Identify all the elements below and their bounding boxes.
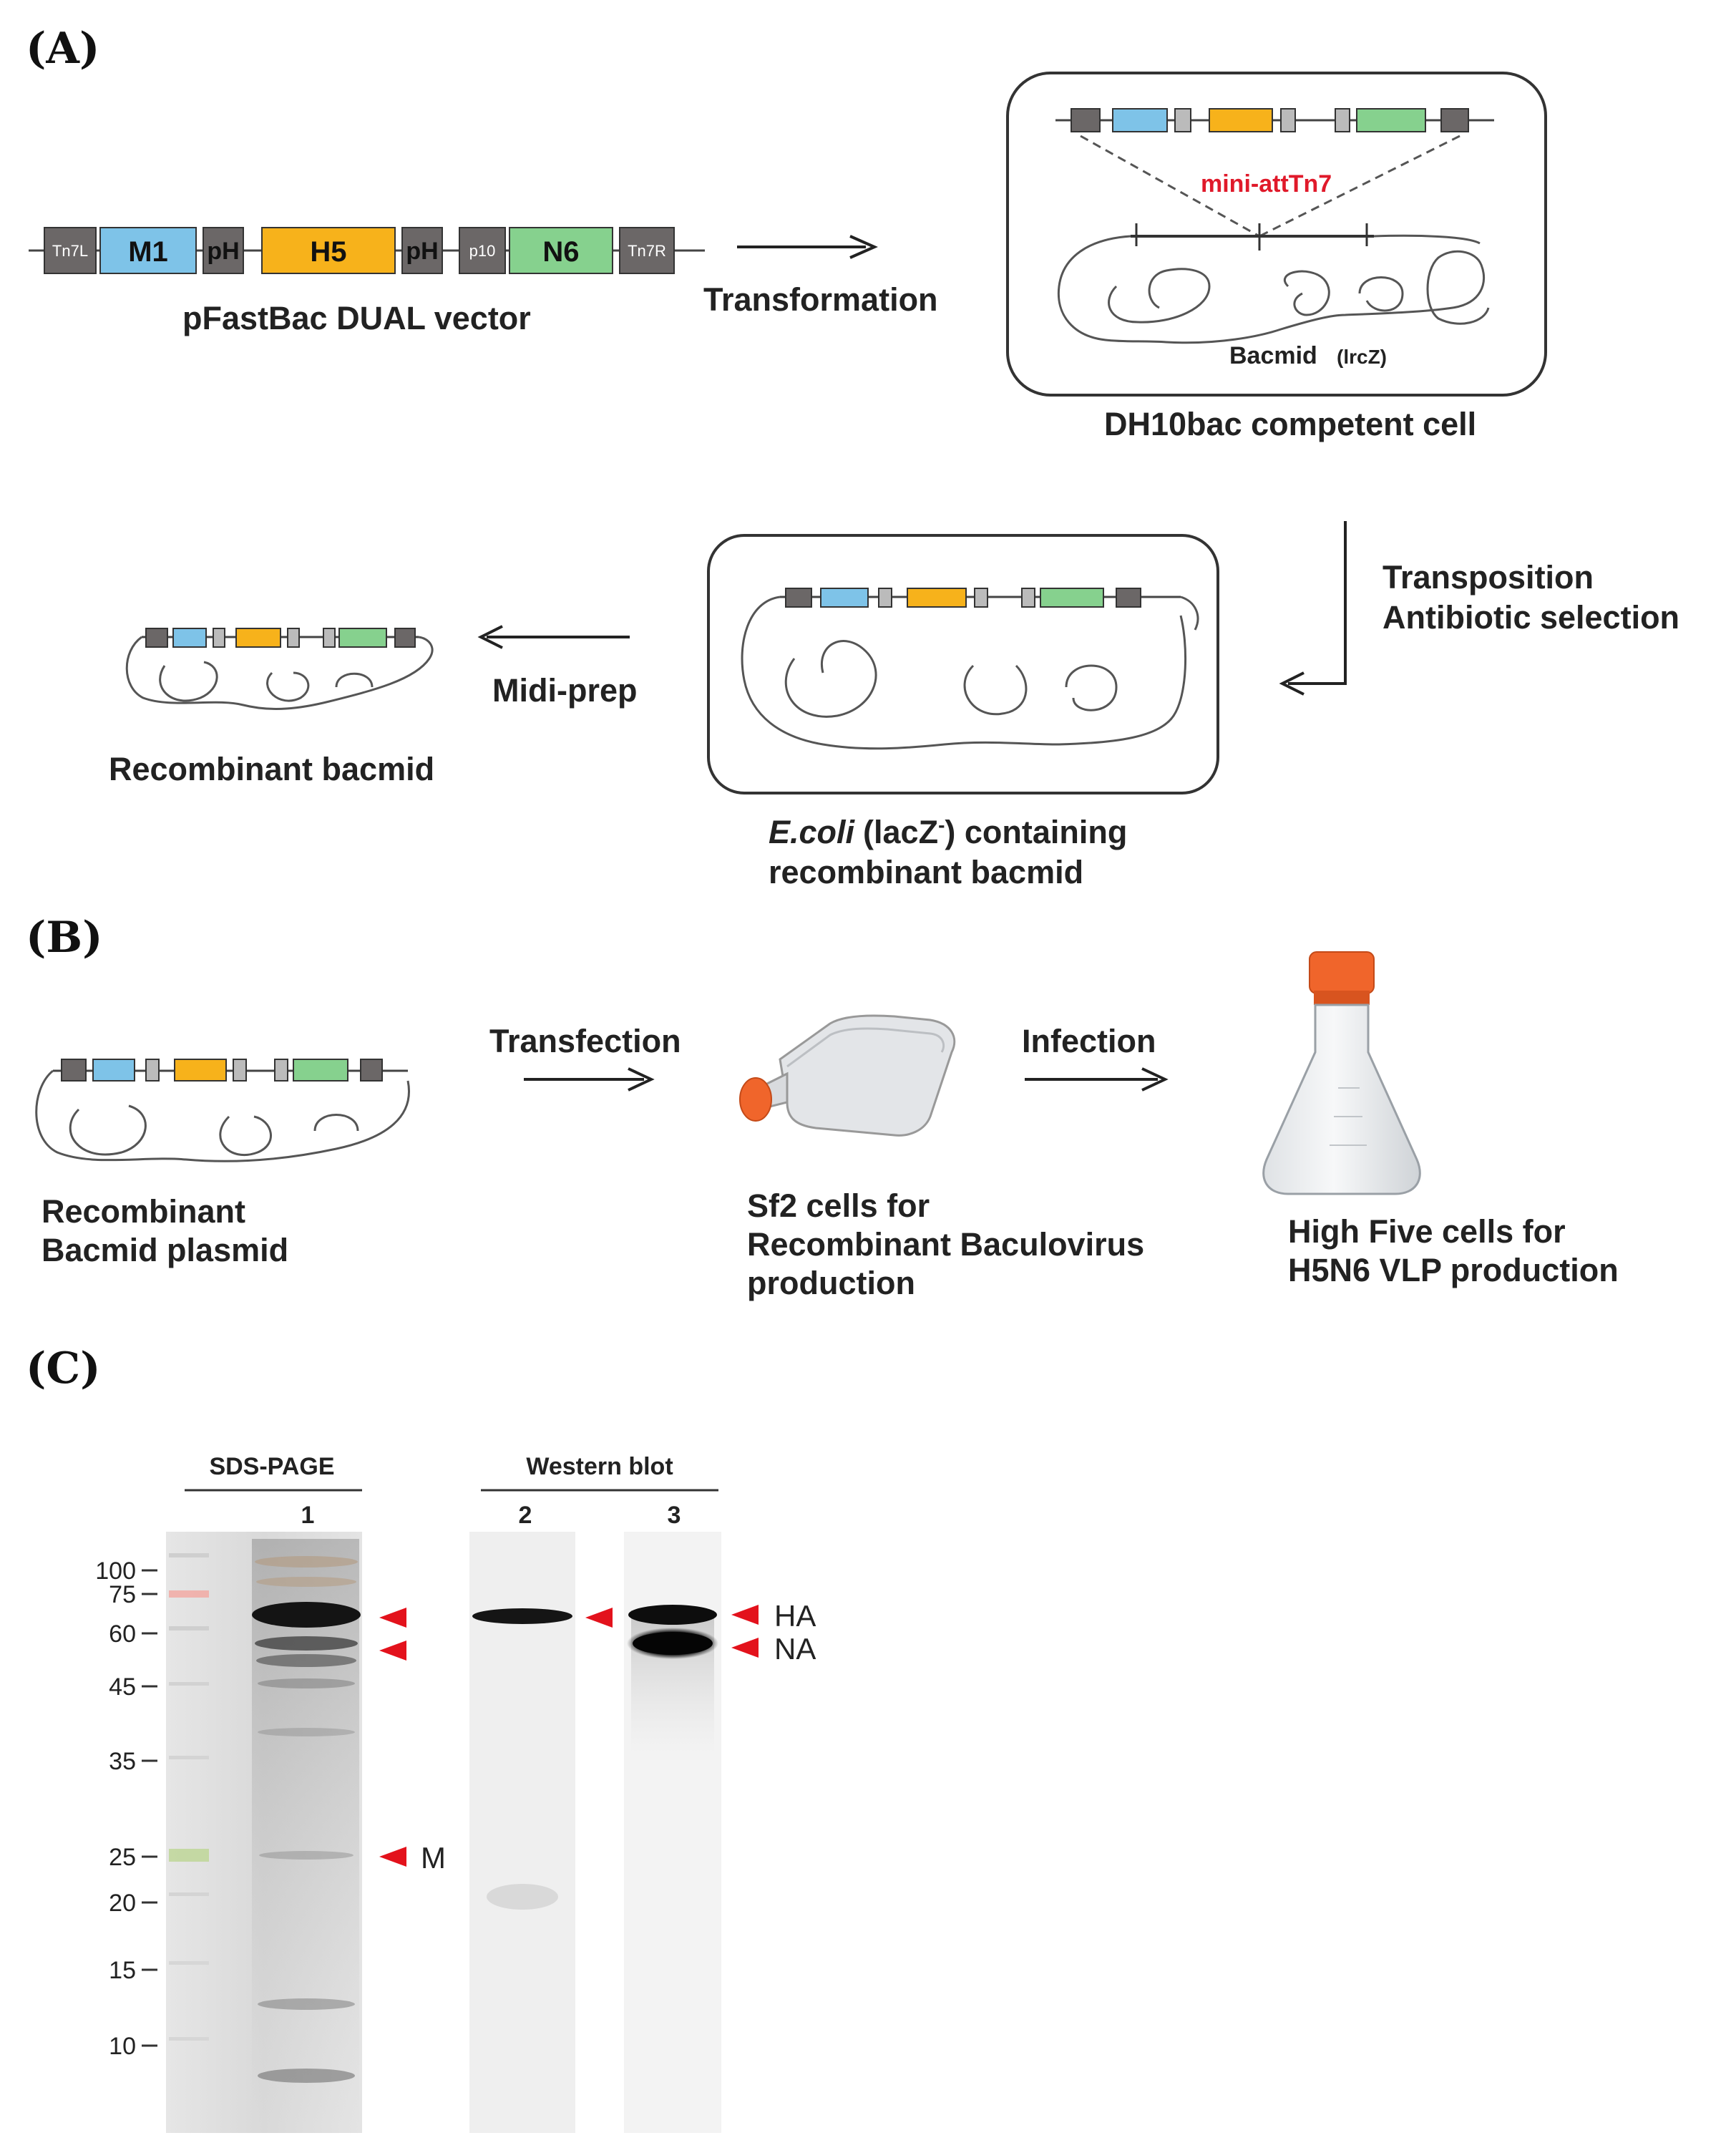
western-blot-header: Western blot	[526, 1453, 673, 1480]
ecoli-label-line1: E.coli(lacZ-) containing	[769, 814, 1127, 850]
vector-label: pFastBac DUAL vector	[182, 300, 531, 336]
plasmid-label-line1: Recombinant	[42, 1193, 245, 1230]
marker-band-25	[169, 1849, 209, 1862]
ecoli-rest-b: ) containing	[945, 814, 1127, 850]
ph-promoter-1	[203, 227, 244, 274]
p10-promoter	[459, 227, 506, 274]
ecoli-bacmid	[741, 588, 1199, 750]
infection-arrow	[1025, 1067, 1169, 1092]
ph-label-1: pH	[207, 238, 239, 265]
western-blot-lane-2	[469, 1532, 575, 2133]
ecoli-rest-a: (lacZ	[863, 814, 938, 850]
midiprep-arrow	[477, 625, 630, 649]
marker-15: 15	[109, 1957, 136, 1984]
bacmid-suffix: (lrcZ)	[1337, 346, 1387, 368]
marker-45: 45	[109, 1673, 136, 1701]
marker-ladder-labels: 100 75 60 45 35 25 20 15 10	[95, 1557, 157, 2060]
arrowhead-ha-wb3	[731, 1605, 759, 1625]
tn7l-element	[44, 227, 97, 274]
culture-flask-icon	[739, 1014, 956, 1137]
transposition-arrow	[1279, 521, 1347, 696]
transfection-label: Transfection	[489, 1023, 681, 1059]
marker-20: 20	[109, 1890, 136, 1917]
lane-1-label: 1	[301, 1502, 315, 1529]
insertion-dashes	[1080, 135, 1461, 238]
m1-label: M1	[128, 236, 168, 268]
top-insert-cassette	[1055, 108, 1494, 132]
marker-10: 10	[109, 2033, 136, 2060]
marker-100: 100	[95, 1557, 136, 1585]
marker-75: 75	[109, 1581, 136, 1608]
transformation-label: Transformation	[703, 281, 938, 318]
recombinant-bacmid-label: Recombinant bacmid	[109, 751, 434, 787]
sf-label-line3: production	[747, 1265, 915, 1301]
ph-label-2: pH	[406, 238, 438, 265]
marker-band-75	[169, 1590, 209, 1598]
ph-promoter-2	[401, 227, 443, 274]
erlenmeyer-flask-icon	[1262, 951, 1421, 1195]
arrowhead-ha-sds	[379, 1608, 406, 1628]
ecoli-sup: -	[938, 814, 945, 836]
bacmid-label: Bacmid	[1229, 342, 1317, 369]
sds-page-header: SDS-PAGE	[209, 1453, 334, 1480]
marker-60: 60	[109, 1620, 136, 1648]
m1-gene	[99, 227, 197, 274]
hf-label-line2: H5N6 VLP production	[1288, 1252, 1619, 1288]
lane-3-label: 3	[668, 1502, 681, 1529]
band-m-sds	[259, 1851, 353, 1860]
panel-label-c: (C)	[26, 1343, 101, 1394]
dh10bac-cell	[1006, 72, 1547, 397]
ecoli-label-line2: recombinant bacmid	[769, 854, 1083, 890]
transfection-arrow	[524, 1067, 655, 1092]
transposition-label: Transposition	[1383, 559, 1594, 596]
n6-gene	[509, 227, 613, 274]
panel-label-a: (A)	[26, 24, 99, 74]
band-label-na: NA	[774, 1632, 816, 1666]
bacmid-dna	[1057, 223, 1490, 344]
arrowhead-na-wb3	[731, 1638, 759, 1658]
band-label-ha: HA	[774, 1599, 816, 1633]
h5-label: H5	[310, 236, 346, 268]
hf-label-line1: High Five cells for	[1288, 1213, 1566, 1250]
recombinant-bacmid-diagram	[125, 628, 434, 710]
tn7r-element	[619, 227, 675, 274]
infection-label: Infection	[1022, 1023, 1156, 1059]
band-ha-wb3	[628, 1605, 717, 1625]
arrowhead-na-sds	[379, 1641, 406, 1661]
marker-25: 25	[109, 1844, 136, 1871]
pfastbac-vector: Tn7L M1 pH H5 pH p10 N6 Tn7R	[29, 227, 705, 274]
western-blot-lane-3	[624, 1532, 721, 2133]
sds-page-gel	[166, 1532, 362, 2133]
h5-gene	[261, 227, 396, 274]
antibiotic-label: Antibiotic selection	[1383, 599, 1679, 636]
lane-2-label: 2	[519, 1502, 532, 1529]
ecoli-cell	[707, 534, 1219, 794]
band-label-m: M	[421, 1841, 446, 1875]
competent-cell-label: DH10bac competent cell	[1104, 406, 1476, 442]
transformation-arrow	[737, 235, 878, 259]
p10-label: p10	[469, 242, 496, 260]
bacmid-plasmid-diagram	[35, 1059, 410, 1162]
sf-label-line1: Sf2 cells for	[747, 1187, 930, 1224]
plasmid-label-line2: Bacmid plasmid	[42, 1232, 288, 1268]
sf-label-line2: Recombinant Baculovirus	[747, 1226, 1144, 1263]
band-ha-sds	[252, 1602, 361, 1628]
panel-label-b: (B)	[26, 913, 103, 963]
n6-label: N6	[542, 236, 579, 268]
ecoli-italic: E.coli	[769, 814, 856, 850]
marker-35: 35	[109, 1748, 136, 1775]
arrowhead-ha-wb2	[585, 1608, 613, 1628]
tn7r-label: Tn7R	[628, 242, 666, 260]
midiprep-label: Midi-prep	[492, 672, 637, 709]
arrowhead-m-sds	[379, 1847, 406, 1867]
mini-att-label: mini-attTn7	[1201, 170, 1332, 198]
band-ha-wb	[472, 1608, 572, 1624]
tn7l-label: Tn7L	[52, 242, 88, 260]
